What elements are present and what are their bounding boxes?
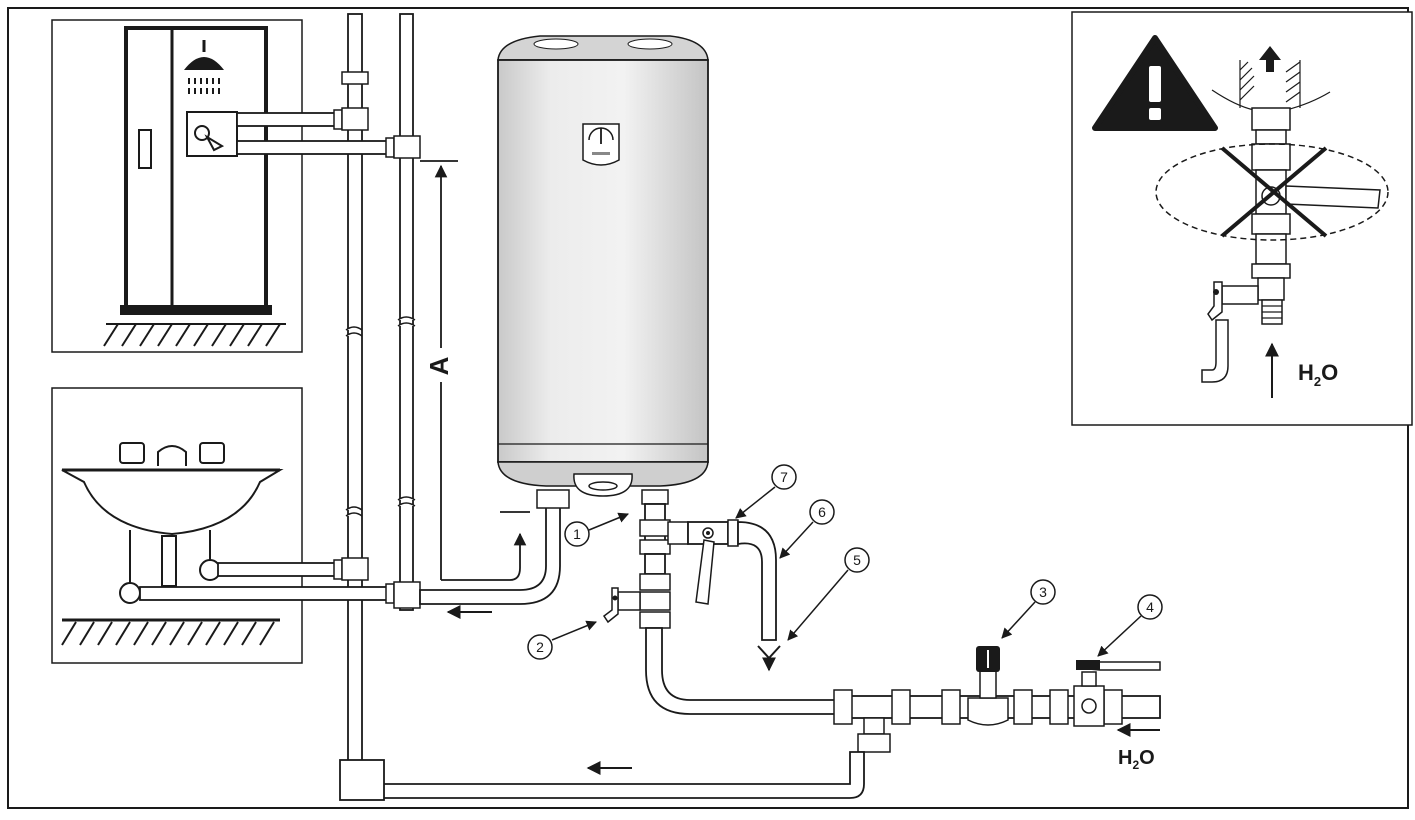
warning-triangle-icon bbox=[1092, 35, 1218, 131]
hot-outlet-pipe bbox=[419, 489, 570, 605]
forbidden-zone-ellipse bbox=[1155, 143, 1389, 241]
callout-7-label: 7 bbox=[780, 469, 788, 485]
callout-4: 4 bbox=[1097, 594, 1163, 657]
inset-up-arrow-icon bbox=[1259, 46, 1281, 72]
forbidden-cross-icon bbox=[1220, 146, 1328, 238]
callout-1-label: 1 bbox=[573, 526, 581, 542]
dimension-a: A bbox=[420, 160, 530, 581]
warning-inset-panel: H2O bbox=[1071, 11, 1413, 426]
callout-5: 5 bbox=[787, 547, 870, 641]
callout-1: 1 bbox=[564, 512, 629, 547]
inset-water-label: H2O bbox=[1298, 360, 1338, 389]
callout-6: 6 bbox=[779, 499, 835, 559]
water-heater-tank bbox=[497, 35, 709, 497]
callout-6-label: 6 bbox=[818, 504, 826, 520]
sink-supply-pipes bbox=[139, 557, 421, 609]
callout-3: 3 bbox=[1001, 579, 1056, 639]
hot-riser-pipe bbox=[397, 13, 416, 611]
shower-supply-pipes bbox=[236, 71, 421, 159]
main-inlet-line bbox=[339, 646, 1161, 801]
sink-panel bbox=[51, 387, 303, 664]
callout-2-label: 2 bbox=[536, 639, 544, 655]
callout-2: 2 bbox=[527, 620, 597, 660]
dimension-label: A bbox=[424, 356, 454, 375]
callout-4-label: 4 bbox=[1146, 599, 1154, 615]
inlet-water-label: H2O bbox=[1118, 747, 1155, 772]
cold-inlet-assembly bbox=[602, 489, 841, 715]
shower-head-icon bbox=[184, 40, 224, 94]
shower-floor-hatch bbox=[103, 323, 286, 347]
callout-5-label: 5 bbox=[853, 552, 861, 568]
shower-panel bbox=[51, 19, 303, 353]
sink-floor-hatch bbox=[61, 618, 280, 646]
shower-mixer-icon bbox=[186, 111, 238, 157]
thermometer-gauge-icon bbox=[582, 123, 620, 166]
callout-7: 7 bbox=[735, 464, 797, 519]
callout-3-label: 3 bbox=[1039, 584, 1047, 600]
